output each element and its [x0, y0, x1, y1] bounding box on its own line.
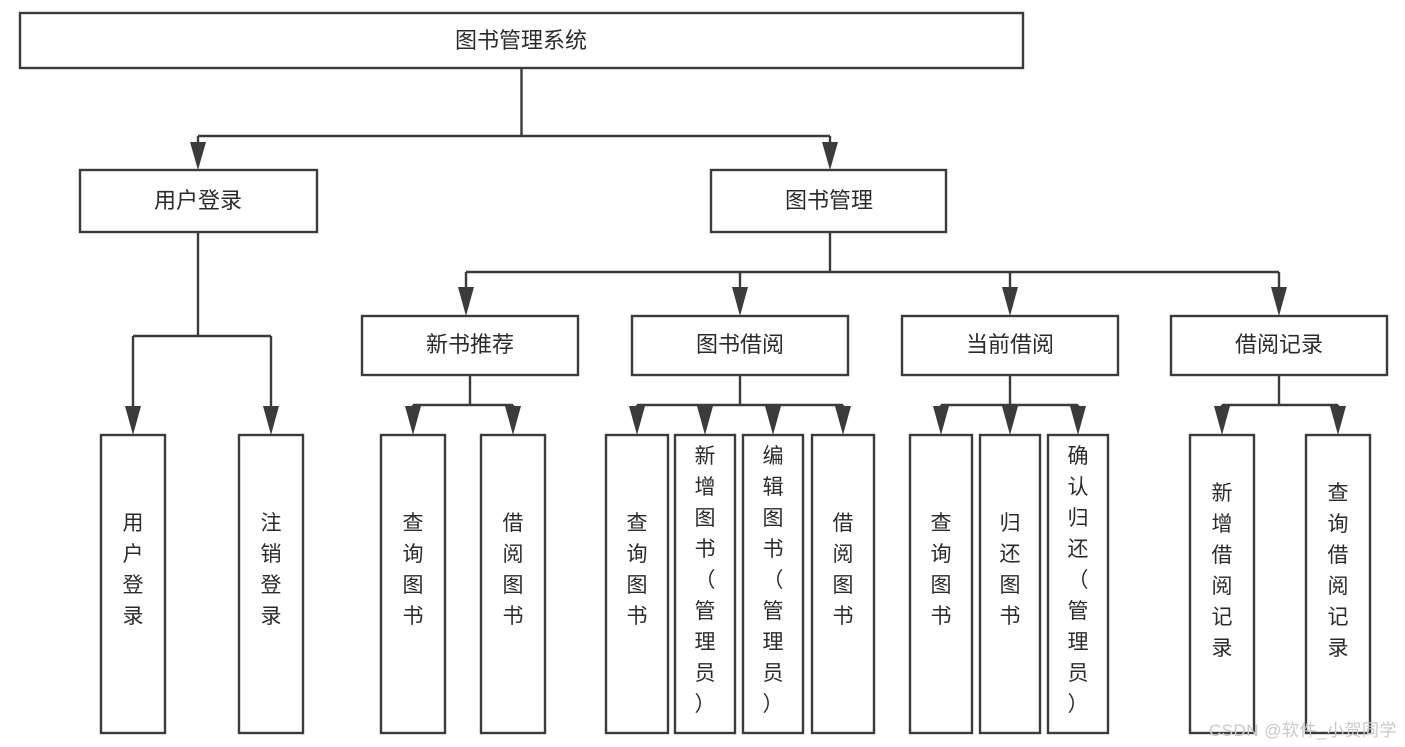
node-leaf-query-book-3-label: 查询图书 — [931, 512, 952, 628]
node-book-manage-box[interactable] — [709, 168, 948, 234]
node-leaf-logout-login-label: 注销登录 — [261, 512, 282, 628]
node-book-borrow[interactable]: 图书借阅 — [630, 314, 850, 377]
connector-group-book-borrow-to-leaves — [629, 375, 851, 435]
arrow-book-borrow — [732, 287, 748, 316]
watermark-text: CSDN @软件_小贺同学 — [1208, 721, 1397, 740]
connector-group-user-login-to-leaves — [125, 232, 279, 435]
arrow-leaf-borrow-book-1 — [505, 406, 521, 435]
connector-group-borrow-record-to-leaves — [1214, 375, 1346, 435]
node-leaf-query-book-1[interactable]: 查询图书 — [379, 433, 447, 735]
node-borrow-record-label: 借阅记录 — [1235, 332, 1323, 357]
node-leaf-add-book-admin-label: 新增图书（管理员） — [695, 445, 716, 716]
node-leaf-borrow-book-1[interactable]: 借阅图书 — [479, 433, 547, 735]
connector-group-new-book-to-leaves — [405, 375, 521, 435]
node-root-label: 图书管理系统 — [455, 28, 587, 53]
node-new-book-recommend-box[interactable] — [360, 314, 580, 377]
node-leaf-confirm-return-admin[interactable]: 确认归还（管理员） — [1046, 433, 1110, 735]
node-leaf-return-book-box[interactable] — [978, 433, 1042, 735]
arrow-leaf-logout-login — [263, 406, 279, 435]
arrow-leaf-edit-book-admin — [765, 406, 781, 435]
arrow-leaf-borrow-book-2 — [835, 406, 851, 435]
node-leaf-query-book-2[interactable]: 查询图书 — [604, 433, 670, 735]
arrow-to-book-manage — [822, 142, 838, 170]
arrow-leaf-confirm-return-admin — [1070, 406, 1086, 435]
node-leaf-user-login[interactable]: 用户登录 — [99, 433, 167, 735]
node-leaf-borrow-book-2[interactable]: 借阅图书 — [810, 433, 876, 735]
node-book-borrow-box[interactable] — [630, 314, 850, 377]
node-new-book-recommend[interactable]: 新书推荐 — [360, 314, 580, 377]
node-user-login[interactable]: 用户登录 — [78, 168, 319, 234]
node-leaf-query-borrow-record[interactable]: 查询借阅记录 — [1304, 433, 1372, 735]
node-current-borrow-box[interactable] — [900, 314, 1120, 377]
node-leaf-query-borrow-record-label: 查询借阅记录 — [1328, 482, 1349, 660]
node-leaf-return-book[interactable]: 归还图书 — [978, 433, 1042, 735]
arrow-leaf-user-login — [125, 406, 141, 435]
node-leaf-borrow-book-1-box[interactable] — [479, 433, 547, 735]
node-leaf-add-borrow-record-label: 新增借阅记录 — [1212, 482, 1233, 660]
node-leaf-query-book-1-box[interactable] — [379, 433, 447, 735]
node-leaf-query-borrow-record-box[interactable] — [1304, 433, 1372, 735]
node-leaf-edit-book-admin[interactable]: 编辑图书（管理员） — [741, 433, 805, 735]
node-leaf-add-book-admin-box[interactable] — [673, 433, 737, 735]
arrow-leaf-return-book — [1002, 406, 1018, 435]
connector-group-book-manage-to-level3 — [458, 232, 1287, 316]
arrow-current-borrow — [1002, 287, 1018, 316]
node-leaf-return-book-label: 归还图书 — [1000, 512, 1021, 628]
node-borrow-record[interactable]: 借阅记录 — [1169, 314, 1389, 377]
node-leaf-logout-login[interactable]: 注销登录 — [237, 433, 305, 735]
node-leaf-query-book-2-box[interactable] — [604, 433, 670, 735]
arrow-leaf-query-book-1 — [405, 406, 421, 435]
arrow-to-user-login — [190, 142, 206, 170]
arrow-leaf-query-borrow-record — [1330, 406, 1346, 435]
node-user-login-label: 用户登录 — [154, 188, 242, 213]
node-book-manage[interactable]: 图书管理 — [709, 168, 948, 234]
node-leaf-query-book-3-box[interactable] — [908, 433, 974, 735]
node-root[interactable]: 图书管理系统 — [18, 11, 1025, 70]
node-leaf-add-borrow-record[interactable]: 新增借阅记录 — [1188, 433, 1256, 735]
node-book-borrow-label: 图书借阅 — [696, 332, 784, 357]
node-leaf-borrow-book-2-box[interactable] — [810, 433, 876, 735]
node-leaf-logout-login-box[interactable] — [237, 433, 305, 735]
arrow-borrow-record — [1271, 287, 1287, 316]
node-leaf-query-book-2-label: 查询图书 — [627, 512, 648, 628]
connector-group-current-borrow-to-leaves — [933, 375, 1086, 435]
node-leaf-edit-book-admin-box[interactable] — [741, 433, 805, 735]
node-leaf-edit-book-admin-label: 编辑图书（管理员） — [763, 445, 784, 716]
connector-group-root-to-level2 — [190, 68, 838, 170]
node-root-box[interactable] — [18, 11, 1025, 70]
node-book-manage-label: 图书管理 — [785, 188, 873, 213]
node-user-login-box[interactable] — [78, 168, 319, 234]
node-borrow-record-box[interactable] — [1169, 314, 1389, 377]
node-leaf-borrow-book-1-label: 借阅图书 — [503, 512, 524, 628]
arrow-new-book-recommend — [458, 287, 474, 316]
node-current-borrow[interactable]: 当前借阅 — [900, 314, 1120, 377]
node-leaf-query-book-3[interactable]: 查询图书 — [908, 433, 974, 735]
arrow-leaf-add-borrow-record — [1214, 406, 1230, 435]
node-leaf-user-login-label: 用户登录 — [123, 512, 144, 628]
node-leaf-add-book-admin[interactable]: 新增图书（管理员） — [673, 433, 737, 735]
node-leaf-query-book-1-label: 查询图书 — [403, 512, 424, 628]
node-new-book-recommend-label: 新书推荐 — [426, 332, 514, 357]
node-current-borrow-label: 当前借阅 — [966, 332, 1054, 357]
node-leaf-confirm-return-admin-box[interactable] — [1046, 433, 1110, 735]
node-leaf-borrow-book-2-label: 借阅图书 — [833, 512, 854, 628]
node-leaf-user-login-box[interactable] — [99, 433, 167, 735]
arrow-leaf-query-book-3 — [933, 406, 949, 435]
arrow-leaf-add-book-admin — [697, 406, 713, 435]
node-leaf-add-borrow-record-box[interactable] — [1188, 433, 1256, 735]
node-leaf-confirm-return-admin-label: 确认归还（管理员） — [1068, 445, 1089, 716]
arrow-leaf-query-book-2 — [629, 406, 645, 435]
